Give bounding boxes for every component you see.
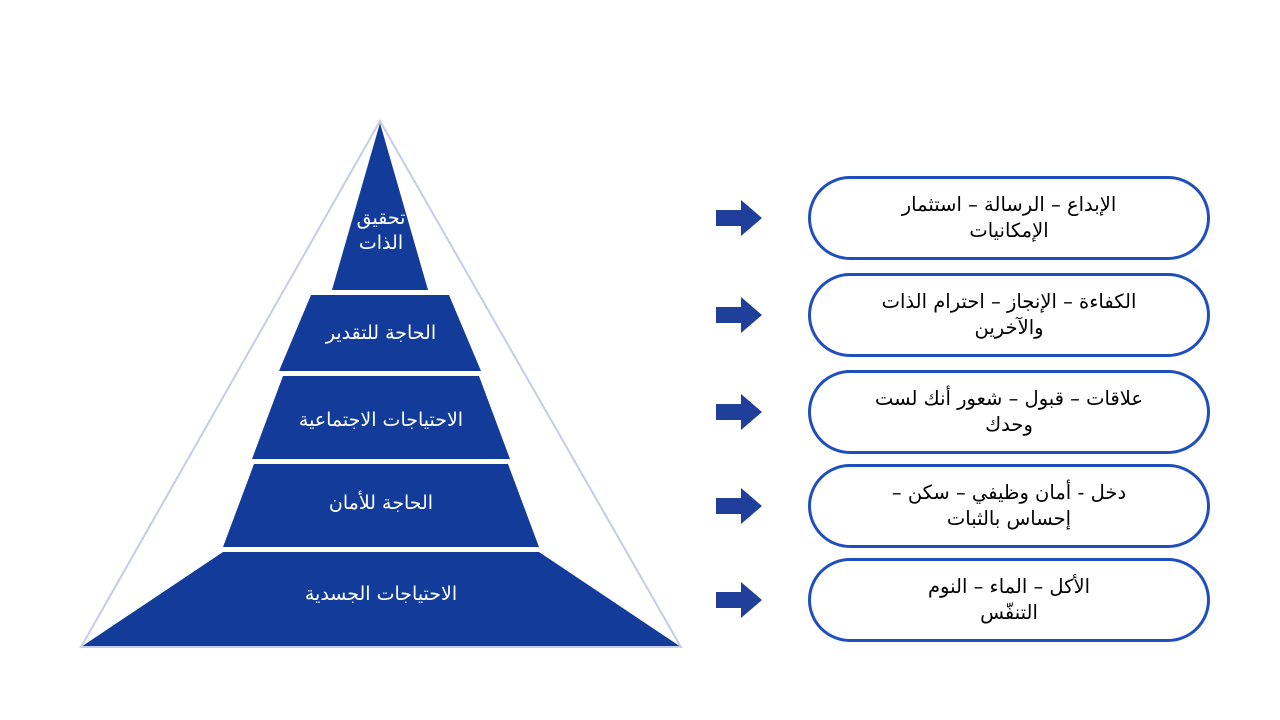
- pyramid-base-fill: [81, 552, 681, 647]
- pyramid-diagram[interactable]: تحقيق الذات الحاجة للتقدير الاحتياجات ال…: [78, 118, 684, 650]
- right-arrow-icon: [716, 580, 762, 620]
- callout-row-2[interactable]: الكفاءة – الإنجاز – احترام الذات والآخري…: [708, 273, 1218, 357]
- callout-box-4[interactable]: دخل - أمان وظيفي – سكن – إحساس بالثبات: [808, 464, 1210, 548]
- callout-text-1: الإبداع – الرسالة – استثمار الإمكانيات: [901, 192, 1117, 242]
- pyramid-tier-3-fill: [252, 376, 510, 459]
- callout-text-4: دخل - أمان وظيفي – سكن – إحساس بالثبات: [891, 480, 1127, 530]
- callout-row-1[interactable]: الإبداع – الرسالة – استثمار الإمكانيات: [708, 176, 1218, 260]
- pyramid-tier-4-fill: [223, 464, 539, 547]
- right-arrow-icon: [716, 198, 762, 238]
- callout-box-3[interactable]: علاقات – قبول – شعور أنك لست وحدك: [808, 370, 1210, 454]
- pyramid-right-mask: [380, 118, 684, 647]
- pyramid-tier-2-fill: [279, 295, 481, 371]
- callout-row-4[interactable]: دخل - أمان وظيفي – سكن – إحساس بالثبات: [708, 464, 1218, 548]
- callout-list: الإبداع – الرسالة – استثمار الإمكانيات ا…: [708, 176, 1228, 656]
- pyramid-tier-1[interactable]: [332, 123, 428, 290]
- callout-text-3: علاقات – قبول – شعور أنك لست وحدك: [874, 386, 1144, 436]
- callout-box-5[interactable]: الأكل – الماء – النوم التنفّس: [808, 558, 1210, 642]
- right-arrow-icon: [716, 295, 762, 335]
- right-arrow-icon: [716, 486, 762, 526]
- callout-box-2[interactable]: الكفاءة – الإنجاز – احترام الذات والآخري…: [808, 273, 1210, 357]
- callout-row-5[interactable]: الأكل – الماء – النوم التنفّس: [708, 558, 1218, 642]
- pyramid-outline-top: [79, 118, 683, 648]
- callout-text-5: الأكل – الماء – النوم التنفّس: [927, 574, 1091, 624]
- callout-row-3[interactable]: علاقات – قبول – شعور أنك لست وحدك: [708, 370, 1218, 454]
- callout-box-1[interactable]: الإبداع – الرسالة – استثمار الإمكانيات: [808, 176, 1210, 260]
- pyramid-left-mask: [78, 118, 380, 647]
- callout-text-2: الكفاءة – الإنجاز – احترام الذات والآخري…: [881, 289, 1137, 339]
- pyramid-shape: [78, 118, 684, 648]
- right-arrow-icon: [716, 392, 762, 432]
